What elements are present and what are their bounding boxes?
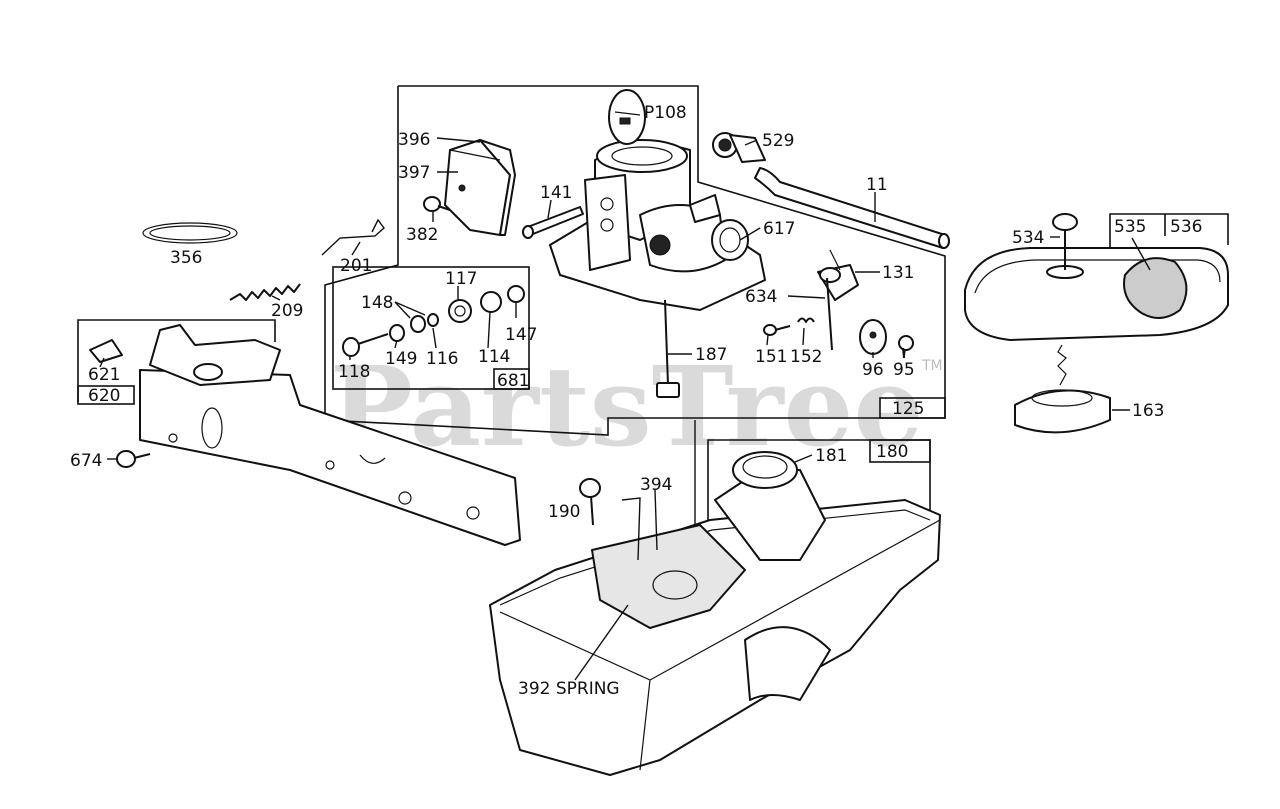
callout-181: 181 xyxy=(815,446,847,466)
callout-163: 163 xyxy=(1132,401,1164,421)
callout-96: 96 xyxy=(862,360,884,380)
callout-180: 180 xyxy=(876,442,908,462)
leader-lines xyxy=(99,137,1151,681)
callout-634: 634 xyxy=(745,287,777,307)
callout-95: 95 xyxy=(893,360,915,380)
callout-11: 11 xyxy=(866,175,888,195)
part-p108-choke xyxy=(608,89,646,145)
part-141-shaft xyxy=(522,206,584,239)
callout-382: 382 xyxy=(406,225,438,245)
frame-681-tag xyxy=(493,368,530,390)
callout-617: 617 xyxy=(763,219,795,239)
callout-396: 396 xyxy=(398,130,430,150)
callout-529: 529 xyxy=(762,131,794,151)
part-620-bracket xyxy=(139,324,521,546)
part-131-634-lever xyxy=(817,249,859,351)
part-396-397-bracket xyxy=(444,139,516,236)
frame-681 xyxy=(332,266,530,390)
callout-209: 209 xyxy=(271,301,303,321)
callout-152: 152 xyxy=(790,347,822,367)
frame-125-tag xyxy=(879,397,946,419)
callout-394: 394 xyxy=(640,475,672,495)
part-356-gasket xyxy=(142,222,238,244)
callout-535: 535 xyxy=(1114,217,1146,237)
callout-118: 118 xyxy=(338,362,370,382)
callout-148: 148 xyxy=(361,293,393,313)
part-11-tube xyxy=(754,167,950,249)
callout-397: 397 xyxy=(398,163,430,183)
part-674-screw xyxy=(116,450,151,468)
watermark-trademark: TM xyxy=(921,358,943,374)
callout-356: 356 xyxy=(170,248,202,268)
callout-141: 141 xyxy=(540,183,572,203)
frame-180-tag xyxy=(869,439,931,463)
callout-131: 131 xyxy=(882,263,914,283)
callout-147: 147 xyxy=(505,325,537,345)
part-394-diaphragm xyxy=(591,497,746,629)
part-190-screw xyxy=(579,478,601,526)
callout-117: 117 xyxy=(445,269,477,289)
part-621-clip xyxy=(89,339,123,363)
part-96-washer xyxy=(859,319,887,355)
callout-114: 114 xyxy=(478,347,510,367)
part-152-spring xyxy=(797,317,815,323)
part-187-screw xyxy=(656,299,680,398)
callout-674: 674 xyxy=(70,451,102,471)
part-95-screw xyxy=(898,335,914,359)
callout-534: 534 xyxy=(1012,228,1044,248)
callout-620: 620 xyxy=(88,386,120,406)
part-151-screw xyxy=(763,324,791,336)
callout-392-spring: 392 SPRING xyxy=(518,679,620,699)
callout-190: 190 xyxy=(548,502,580,522)
callout-536: 536 xyxy=(1170,217,1202,237)
callout-201: 201 xyxy=(340,256,372,276)
part-201-link xyxy=(321,218,385,256)
part-180-fuel-tank xyxy=(489,451,941,776)
callout-149: 149 xyxy=(385,349,417,369)
frame-180 xyxy=(707,439,931,520)
part-163-seal xyxy=(1014,344,1111,434)
frame-536 xyxy=(1109,213,1229,252)
part-209-spring xyxy=(229,283,301,301)
callout-681: 681 xyxy=(497,371,529,391)
callout-116: 116 xyxy=(426,349,458,369)
callout-125: 125 xyxy=(892,399,924,419)
callout-621: 621 xyxy=(88,365,120,385)
part-382-screw xyxy=(423,196,451,212)
callout-187: 187 xyxy=(695,345,727,365)
callout-labels: P108 529 396 397 382 141 11 617 356 201 … xyxy=(70,103,1202,699)
frame-125 xyxy=(324,85,946,436)
callout-p108: P108 xyxy=(644,103,687,123)
frame-620-tag xyxy=(77,385,135,405)
frame-620 xyxy=(77,319,276,402)
carburetor-body xyxy=(549,139,766,311)
callout-151: 151 xyxy=(755,347,787,367)
part-536-air-cleaner xyxy=(964,213,1229,341)
part-529-elbow xyxy=(712,132,766,163)
